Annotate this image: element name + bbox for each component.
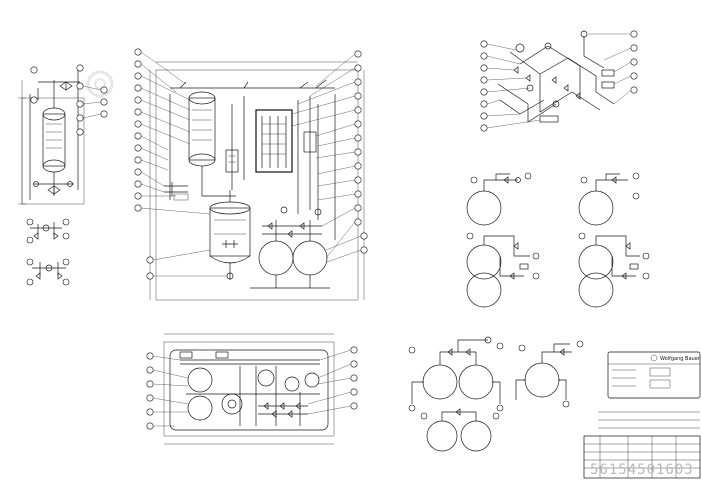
watermark-text: 56154501603 (590, 462, 694, 478)
logo-plate: Wolfgang Bauer (607, 351, 701, 399)
panel-isometric-piping (480, 30, 638, 132)
title-block (583, 435, 701, 479)
notes-block (598, 411, 700, 429)
brand-mark-icon (650, 354, 658, 362)
gear-watermark-icon (86, 70, 114, 98)
panel-plan-layout (146, 333, 358, 445)
panel-small-vessel (18, 64, 108, 205)
panel-tank-group (408, 336, 584, 452)
panel-main-process (134, 48, 368, 301)
panel-tank-plans (466, 172, 650, 308)
brand-text: Wolfgang Bauer (660, 356, 701, 362)
panel-small-details (26, 218, 70, 286)
